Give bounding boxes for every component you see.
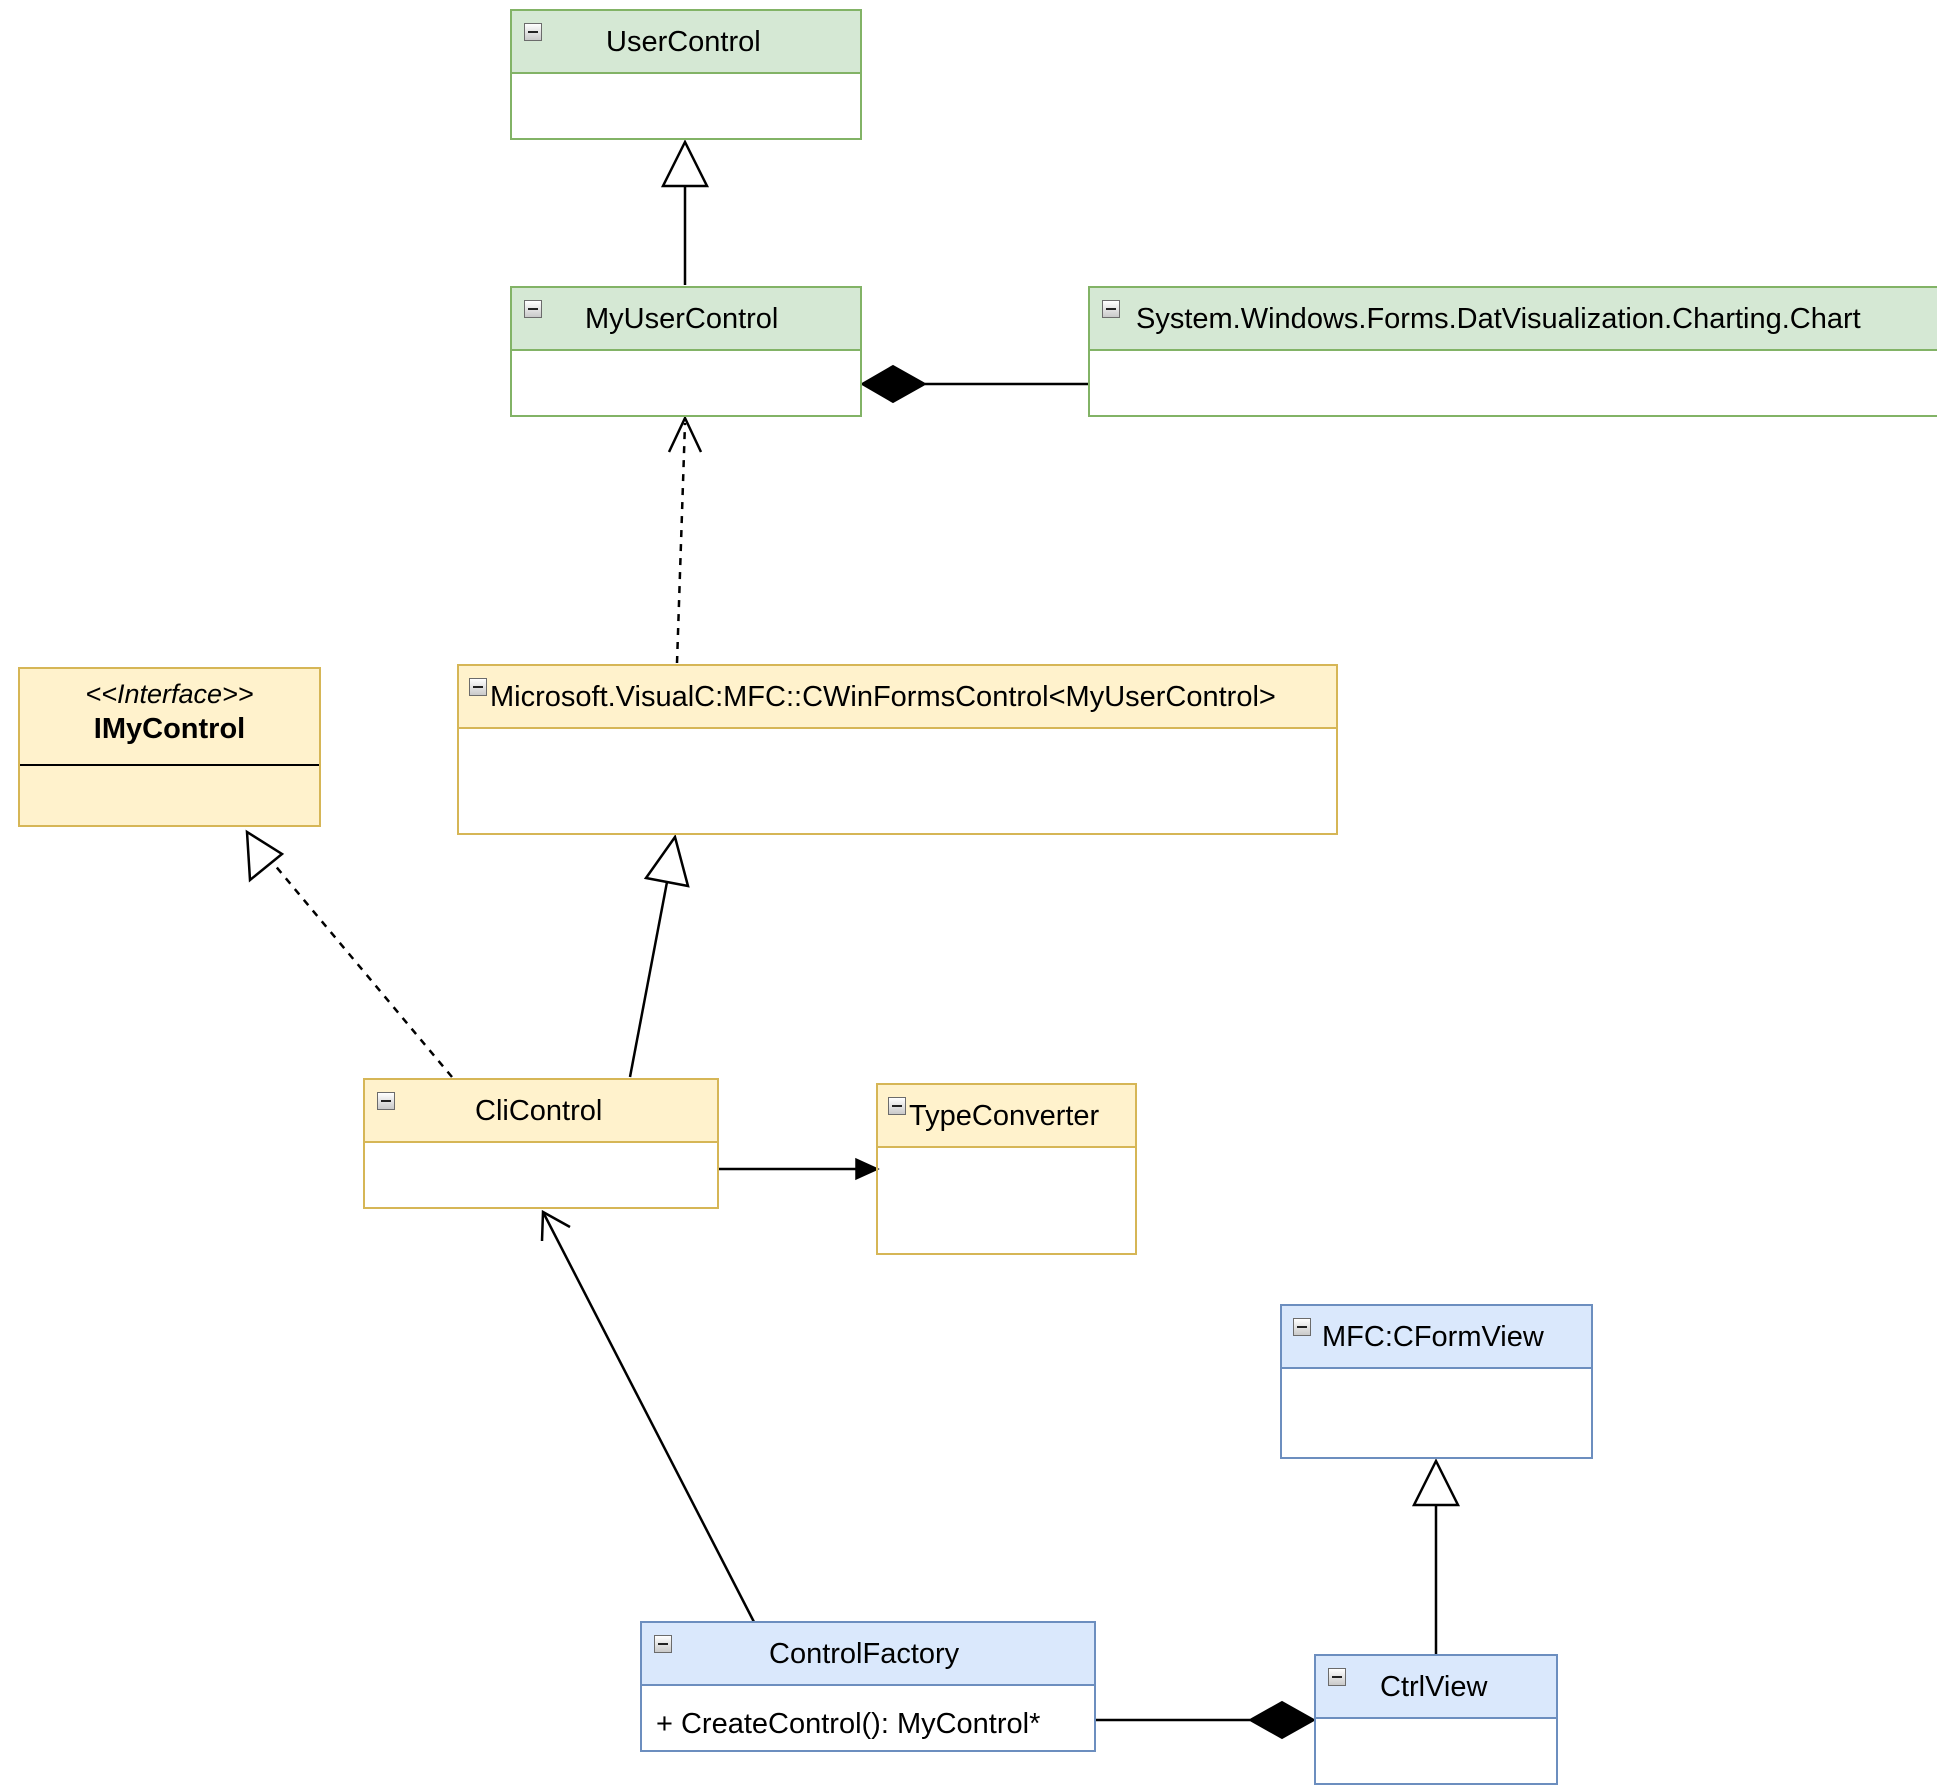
generalization-myusercontrol-usercontrol [660,139,710,285]
collapse-icon[interactable] [524,23,542,41]
class-usercontrol[interactable]: UserControl [510,9,862,140]
collapse-icon[interactable] [888,1097,906,1115]
class-typeconverter[interactable]: TypeConverter [876,1083,1137,1255]
class-cwinformscontrol[interactable]: Microsoft.VisualC:MFC::CWinFormsControl<… [457,664,1338,835]
class-body [459,729,1336,833]
class-name: MFC:CFormView [1322,1321,1544,1353]
class-name: UserControl [606,26,761,58]
class-ctrlview[interactable]: CtrlView [1314,1654,1558,1785]
class-body [1090,351,1937,415]
interface-stereotype: <<Interface>> [85,679,254,709]
class-header: CliControl [365,1080,717,1143]
class-header: MyUserControl [512,288,860,351]
association-controlfactory-clicontrol [540,1209,756,1623]
collapse-icon[interactable] [469,678,487,696]
composition-controlfactory-ctrlview [1096,1700,1317,1740]
generalization-clicontrol-winformscontrol [628,834,690,1078]
class-name: CtrlView [1380,1671,1488,1703]
interface-name: IMyControl [93,713,246,745]
class-name: ControlFactory [769,1638,960,1670]
class-header: ControlFactory [642,1623,1094,1686]
class-header: UserControl [512,11,860,74]
class-method[interactable]: + CreateControl(): MyControl* [656,1708,1041,1740]
generalization-ctrlview-cformview [1411,1458,1461,1655]
interface-divider [20,764,319,766]
class-body [512,351,860,415]
class-myusercontrol[interactable]: MyUserControl [510,286,862,417]
dependency-winformscontrol-myusercontrol [667,415,703,664]
collapse-icon[interactable] [377,1092,395,1110]
class-body: + CreateControl(): MyControl* [642,1686,1094,1750]
class-name: MyUserControl [585,303,779,335]
collapse-icon[interactable] [1328,1668,1346,1686]
class-cformview[interactable]: MFC:CFormView [1280,1304,1593,1459]
collapse-icon[interactable] [1102,300,1120,318]
class-body [1316,1719,1556,1783]
class-name: TypeConverter [909,1100,1100,1132]
class-header: System.Windows.Forms.DatVisualization.Ch… [1090,288,1937,351]
interface-imycontrol[interactable]: <<Interface>> IMyControl [18,667,321,827]
class-body [878,1148,1135,1253]
class-controlfactory[interactable]: ControlFactory + CreateControl(): MyCont… [640,1621,1096,1752]
class-header: MFC:CFormView [1282,1306,1591,1369]
association-clicontrol-typeconverter [718,1157,880,1181]
composition-chart-myusercontrol [860,364,1088,404]
class-clicontrol[interactable]: CliControl [363,1078,719,1209]
class-name: Microsoft.VisualC:MFC::CWinFormsControl<… [490,681,1276,713]
class-chart[interactable]: System.Windows.Forms.DatVisualization.Ch… [1088,286,1937,417]
collapse-icon[interactable] [1293,1318,1311,1336]
class-header: CtrlView [1316,1656,1556,1719]
class-name: System.Windows.Forms.DatVisualization.Ch… [1136,303,1861,335]
class-body [1282,1369,1591,1457]
class-body [365,1143,717,1207]
collapse-icon[interactable] [524,300,542,318]
class-name: CliControl [475,1095,603,1127]
class-body [512,74,860,138]
class-header: TypeConverter [878,1085,1135,1148]
class-header: Microsoft.VisualC:MFC::CWinFormsControl<… [459,666,1336,729]
collapse-icon[interactable] [654,1635,672,1653]
realization-clicontrol-imycontrol [245,829,453,1078]
